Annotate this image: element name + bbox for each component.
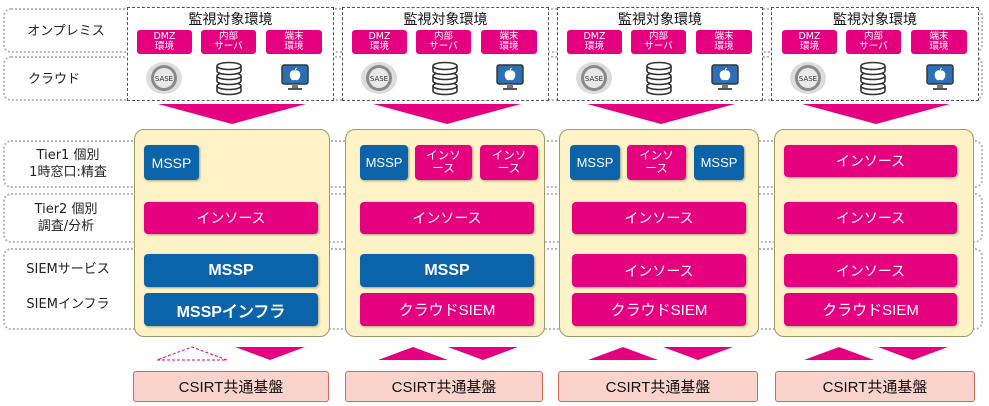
internal-server-box: 内部サーバ (631, 30, 686, 54)
terminal-env-box: 端末環境 (911, 30, 967, 54)
siem-infra-cloud-siem-box: クラウドSIEM (572, 293, 746, 326)
apple-monitor-icon (711, 64, 739, 90)
arrow-down-icon (373, 104, 521, 124)
apple-monitor-icon (496, 64, 524, 90)
sase-icon-label: SASE (585, 75, 603, 83)
csirt-platform-box: CSIRT共通基盤 (775, 371, 975, 402)
tier1-insource-box: インソース (415, 145, 472, 180)
database-icon (432, 61, 458, 96)
sase-icon: SASE (576, 62, 612, 94)
siem-service-insource-box: インソース (784, 254, 957, 287)
sase-icon-label: SASE (799, 75, 817, 83)
internal-server-box: 内部サーバ (201, 30, 256, 54)
tier2-insource-box: インソース (360, 202, 534, 234)
tier1-mssp-box: MSSP (570, 145, 620, 180)
csirt-platform-box: CSIRT共通基盤 (133, 371, 329, 402)
tier2-insource-box: インソース (144, 202, 318, 234)
internal-server-box: 内部サーバ (846, 30, 901, 54)
tier2-insource-box: インソース (572, 202, 746, 234)
siem-infra-mssp-infra-box: MSSPインフラ (144, 293, 318, 326)
terminal-env-box: 端末環境 (481, 30, 537, 54)
sase-icon-label: SASE (370, 75, 388, 83)
arrow-up-icon (804, 347, 874, 360)
apple-monitor-icon (926, 64, 954, 90)
row-label-cloud: クラウド (27, 71, 80, 87)
database-icon (860, 61, 886, 96)
row-label-tier2: Tier2 個別調査/分析 (34, 202, 98, 234)
tier1-insource-box: インソース (480, 145, 538, 180)
csirt-platform-box: CSIRT共通基盤 (558, 371, 758, 402)
tier1-insource-box: インソース (627, 145, 686, 180)
sase-icon: SASE (790, 62, 826, 94)
internal-server-box: 内部サーバ (416, 30, 471, 54)
tier1-mssp-box: MSSP (360, 145, 408, 180)
siem-infra-cloud-siem-box: クラウドSIEM (360, 293, 534, 326)
arrow-down-icon (158, 104, 306, 124)
arrow-up-icon (588, 347, 658, 360)
tier1-mssp-box: MSSP (144, 145, 199, 180)
siem-service-insource-box: インソース (572, 254, 746, 287)
arrow-down-icon (802, 104, 950, 124)
arrow-down-icon (878, 347, 948, 360)
sase-icon: SASE (146, 62, 182, 94)
env-title: 監視対象環境 (618, 12, 702, 28)
arrow-up-dashed-icon (156, 346, 228, 361)
sase-icon-label: SASE (155, 75, 173, 83)
arrow-down-icon (448, 347, 518, 360)
env-title: 監視対象環境 (403, 12, 488, 28)
env-title: 監視対象環境 (833, 12, 917, 28)
row-label-siem-service: SIEMサービス (26, 261, 110, 277)
siem-service-mssp-box: MSSP (360, 254, 534, 287)
siem-infra-cloud-siem-box: クラウドSIEM (784, 293, 957, 326)
env-title: 監視対象環境 (188, 12, 273, 28)
tier2-insource-box: インソース (784, 202, 957, 234)
sase-icon: SASE (361, 62, 397, 94)
database-icon (646, 61, 672, 96)
arrow-down-icon (663, 347, 733, 360)
row-label-siem-infra: SIEMインフラ (26, 296, 110, 312)
database-icon (216, 61, 242, 96)
arrow-up-icon (378, 347, 448, 360)
siem-service-mssp-box: MSSP (144, 254, 318, 287)
arrow-down-icon (587, 104, 735, 124)
terminal-env-box: 端末環境 (266, 30, 322, 54)
terminal-env-box: 端末環境 (696, 30, 752, 54)
tier1-insource-box: インソース (784, 145, 957, 177)
tier1-mssp-box: MSSP (694, 145, 744, 180)
row-label-onprem: オンプレミス (27, 23, 105, 39)
csirt-platform-box: CSIRT共通基盤 (345, 371, 543, 402)
arrow-down-icon (235, 347, 305, 360)
apple-monitor-icon (281, 64, 309, 90)
